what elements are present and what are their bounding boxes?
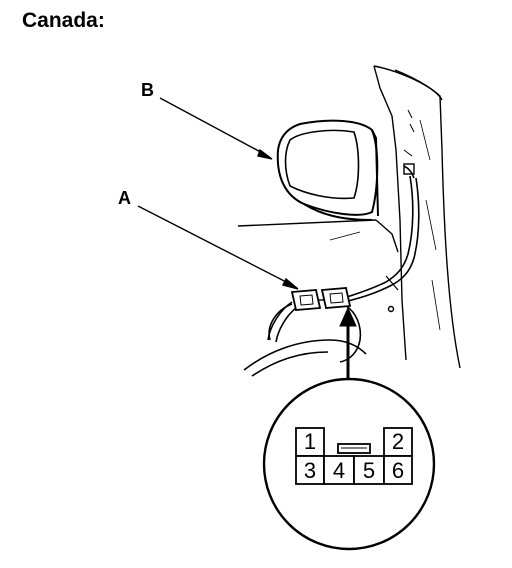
door-panel <box>237 65 461 369</box>
connector-pinout-zoom: 1 2 3 4 5 6 <box>262 377 436 551</box>
pin-cell-6 <box>383 455 413 485</box>
zoom-arrow <box>339 306 357 384</box>
pin-label: 3 <box>304 458 316 483</box>
leader-lines <box>137 97 299 290</box>
pin-label: 4 <box>333 458 345 483</box>
page-title: Canada: <box>22 9 105 32</box>
harness-connector-a <box>290 287 352 311</box>
side-mirror <box>276 119 379 221</box>
pin-label: 1 <box>304 429 316 454</box>
wiring-harness <box>267 163 420 343</box>
callout-b: B <box>141 80 154 100</box>
pin-label: 2 <box>392 429 404 454</box>
callout-a: A <box>118 188 131 208</box>
pin-label: 5 <box>363 458 375 483</box>
pin-label: 6 <box>392 458 404 483</box>
pin-cell-2 <box>383 427 413 457</box>
